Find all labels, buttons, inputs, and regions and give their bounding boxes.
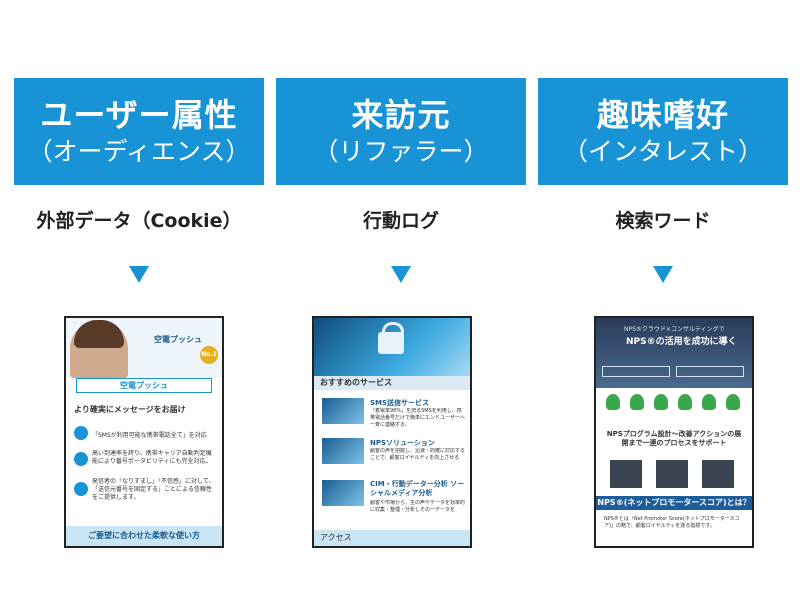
service-thumbnail [322, 438, 364, 464]
header-box-audience: ユーザー属性 （オーディエンス） [14, 78, 264, 185]
hair-shape [74, 320, 124, 348]
hero-top-line: NPS®クラウド×コンサルティングで [624, 326, 725, 333]
phone-footer: ご要望に合わせた柔軟な使い方 [66, 526, 222, 546]
section-title: おすすめのサービス [314, 376, 470, 390]
feature-text: 「SMSが利用可能な携帯電話全て」を対応 [92, 432, 207, 439]
step-icon [726, 394, 740, 410]
step-icon [606, 394, 620, 410]
hero-button[interactable] [602, 366, 670, 377]
service-heading: CIM・行動データー分析 ソーシャルメディア分析 [370, 480, 465, 497]
header-title: 趣味嗜好 [596, 95, 729, 134]
header-box-referrer: 来訪元 （リファラー） [276, 78, 526, 185]
phone-footer: アクセス [314, 530, 470, 546]
lock-icon [378, 332, 404, 354]
down-arrow-icon [653, 266, 673, 283]
service-text: 「着電率98%」を誇るSMSを利用し、携帯電話番号だけで簡単にエンドユーザーへ一… [370, 408, 465, 428]
phone-headline: より確実にメッセージをお届け [74, 405, 186, 414]
header-title: 来訪元 [351, 95, 451, 134]
header-subtitle: （リファラー） [313, 136, 489, 166]
down-arrow-icon [129, 266, 149, 283]
nps-band: NPS®(ネットプロモータースコア)とは？ [596, 496, 752, 510]
service-text: 顧客や市場から、生の声やデータを効率的に収集・整理・分析しその一データを [370, 500, 466, 513]
feature-text: 発信者の「なりすまし」「不信感」に対して、「送信元番号を固定する」ことによる信頼… [92, 478, 215, 501]
caption-behavior-log: 行動ログ [362, 210, 439, 232]
down-arrow-icon [391, 266, 411, 283]
service-thumbnail [322, 398, 364, 424]
phone-screenshot-referrer: おすすめのサービス SMS送信サービス 「着電率98%」を誇るSMSを利用し、携… [312, 316, 472, 548]
security-hero-image [314, 318, 470, 376]
photo-thumbnail [702, 460, 734, 488]
service-text: 顧客の声を把握し、迅速・的確に対応することで、顧客ロイヤルティを向上させる [370, 448, 466, 461]
header-subtitle: （インタレスト） [562, 136, 763, 166]
service-heading: SMS送信サービス [370, 399, 430, 407]
no1-badge: No.1 [200, 346, 218, 364]
nps-body: NPS®とは「Net Promoter Score(ネットプロモータースコア)」… [604, 516, 740, 529]
feature-icon [74, 452, 88, 466]
step-icon [678, 394, 692, 410]
hero-button[interactable] [676, 366, 744, 377]
hero-tag: 空電プッシュ [76, 378, 212, 393]
service-heading: NPSソリューション [370, 439, 435, 447]
lock-shackle [382, 322, 404, 339]
step-icon [702, 394, 716, 410]
caption-cookie: 外部データ（Cookie） [36, 210, 242, 232]
hero-image: 空電プッシュ No.1 [66, 318, 222, 378]
feature-icon [74, 482, 88, 496]
phone-screenshot-interest: NPS®クラウド×コンサルティングで NPS®の活用を成功に導く NPSプログラ… [594, 316, 754, 548]
hero-headline: NPS®の活用を成功に導く [626, 337, 737, 347]
feature-icon [74, 426, 88, 440]
process-title: NPSプログラム設計～改善アクションの展開まで一連のプロセスをサポート [606, 430, 742, 447]
nps-hero: NPS®クラウド×コンサルティングで NPS®の活用を成功に導く [596, 318, 752, 388]
header-title: ユーザー属性 [40, 95, 238, 134]
phone-screenshot-audience: 空電プッシュ No.1 空電プッシュ より確実にメッセージをお届け 「SMSが利… [64, 316, 224, 548]
service-thumbnail [322, 480, 364, 506]
header-box-interest: 趣味嗜好 （インタレスト） [538, 78, 788, 185]
step-icon [630, 394, 644, 410]
photo-thumbnail [610, 460, 642, 488]
photo-thumbnail [656, 460, 688, 488]
step-icon [654, 394, 668, 410]
service-label: 空電プッシュ [154, 335, 202, 344]
header-subtitle: （オーディエンス） [27, 136, 251, 166]
feature-text: 高い到達率を誇り、携帯キャリア自動判定機能により番号ポータビリティにも完全対応。 [92, 450, 212, 465]
caption-search-words: 検索ワード [615, 210, 711, 232]
